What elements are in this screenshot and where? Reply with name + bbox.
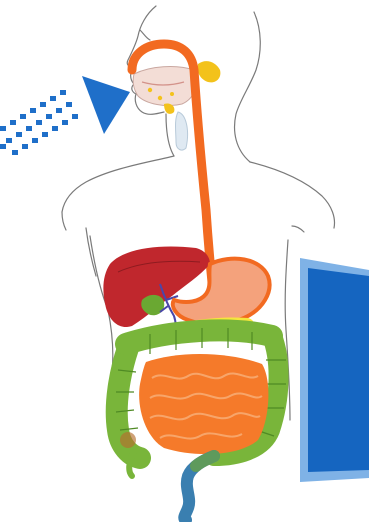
small-intestine bbox=[139, 354, 268, 454]
gland-dot bbox=[148, 88, 152, 92]
salivary-gland bbox=[198, 61, 221, 82]
arrow-head bbox=[82, 76, 130, 134]
food-intake-arrow bbox=[0, 76, 130, 155]
blue-panel bbox=[300, 258, 369, 482]
gland-dot bbox=[170, 92, 174, 96]
larynx bbox=[176, 112, 188, 150]
gland-dot bbox=[158, 96, 162, 100]
